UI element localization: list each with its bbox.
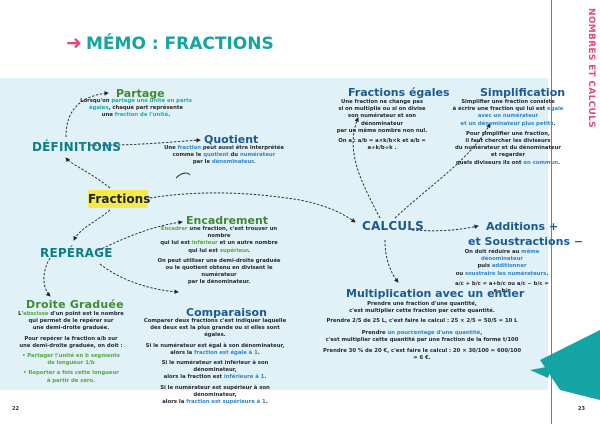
droite-text: L'abscisse d'un point est le nombre qui … [18, 311, 124, 384]
multiplication-title: Multiplication avec un entier [346, 287, 525, 300]
comparaison-title: Comparaison [186, 306, 267, 319]
simplification-text: Simplifier une fraction consiste à écrir… [452, 99, 564, 166]
corner-decoration [530, 330, 600, 400]
sidebar-divider [551, 0, 552, 424]
droite-title: Droite Graduée [26, 298, 124, 311]
encadrement-text: Encadrer une fraction, c'est trouver un … [157, 226, 281, 286]
encadrement-title: Encadrement [186, 214, 269, 227]
simplification-title: Simplification [480, 86, 566, 99]
additions-title: Additions + [486, 220, 559, 233]
page-number-right: 23 [578, 406, 585, 412]
soustractions-title: et Soustractions − [468, 235, 584, 248]
chapter-title: NOMBRES ET CALCULS [586, 8, 596, 128]
partage-title: Partage [116, 87, 165, 100]
calculs-title: CALCULS [362, 219, 424, 233]
egales-title: Fractions égales [348, 86, 450, 99]
additions-text: On doit réduire au même dénominateur pui… [455, 249, 549, 295]
definitions-title: DÉFINITIONS [32, 140, 122, 154]
reperage-title: REPÉRAGE [40, 246, 113, 260]
page-title: MÉMO : FRACTIONS [86, 34, 274, 54]
hub-fractions: Fractions [88, 190, 151, 208]
page-number-left: 22 [12, 406, 19, 412]
title-arrow-icon: ➜ [66, 32, 82, 54]
background-band [0, 78, 548, 390]
egales-text: Une fraction ne change pas si on multipl… [336, 99, 428, 152]
quotient-text: Une fraction peut aussi être interprétée… [164, 145, 284, 166]
multiplication-text: Prendre une fraction d'une quantité, c'e… [322, 301, 522, 362]
partage-text: Lorsqu'on partage une unité en parts éga… [80, 98, 192, 119]
comparaison-text: Comparer deux fractions c'est indiquer l… [143, 318, 287, 406]
quotient-title: Quotient [204, 133, 259, 146]
